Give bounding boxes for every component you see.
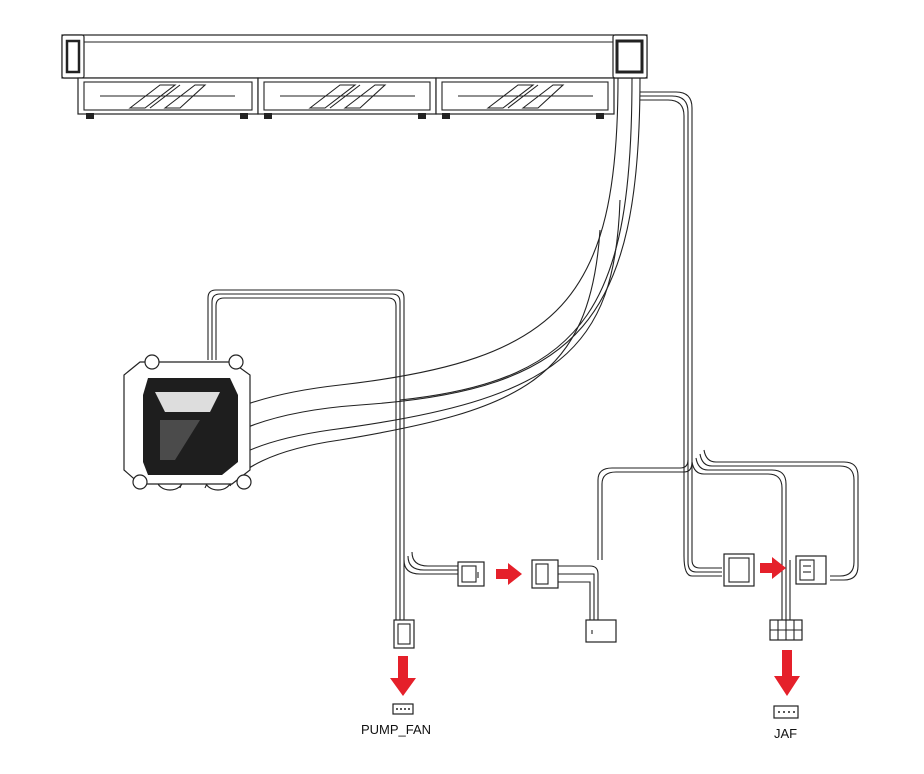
arrow-right-icon: [496, 563, 522, 585]
fan-connector-right: [795, 555, 827, 585]
jaf-header-icon: [773, 705, 799, 719]
fan-2: [257, 77, 437, 119]
splitter-connector-right: [531, 559, 559, 589]
arrow-down-icon: [774, 650, 800, 696]
jaf-label: JAF: [774, 726, 798, 741]
radiator: [61, 34, 648, 79]
fan-row: [77, 77, 615, 119]
pump-fan-label: PUMP_FAN: [361, 722, 432, 737]
splitter-end-connector: [585, 619, 617, 643]
pump-cable-connector: [393, 619, 415, 649]
fan-connector-left: [723, 553, 755, 587]
jaf-cable-connector: [769, 619, 803, 641]
fan-1: [77, 77, 259, 119]
splitter-connector-left: [457, 561, 485, 587]
pump-block: [123, 354, 252, 490]
pump-fan-header-icon: [392, 703, 414, 715]
fan-cable: [597, 91, 859, 620]
fan-3: [435, 77, 615, 119]
pump-cable: [207, 289, 458, 620]
arrow-down-icon: [390, 656, 416, 696]
arrow-right-icon: [760, 557, 786, 579]
